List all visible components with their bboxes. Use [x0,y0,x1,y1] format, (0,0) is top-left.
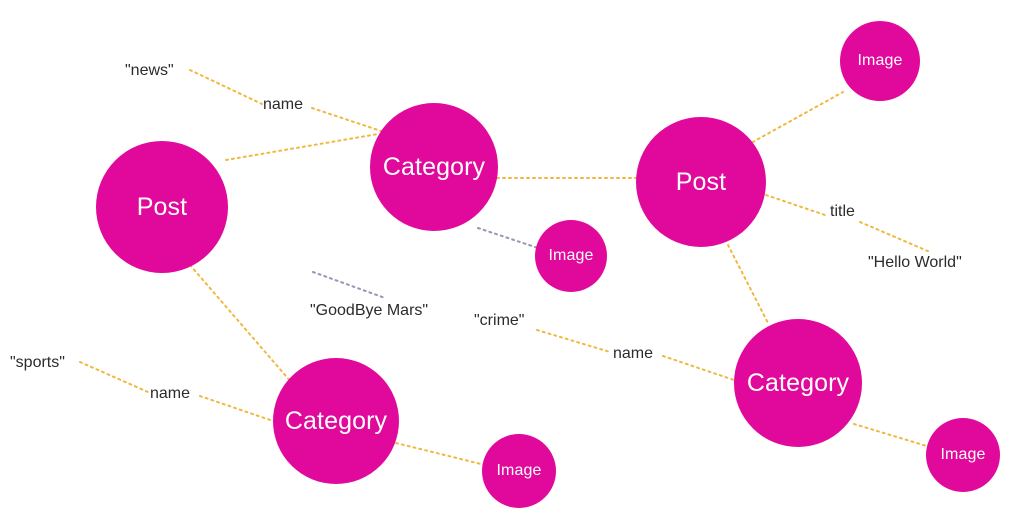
graph-edge [477,227,539,249]
edge-label-title: title [830,203,855,220]
node-label: Category [284,406,388,435]
graph-node-category-bottom-right[interactable]: Category [734,319,862,447]
edge-label-name-top: name [263,96,304,113]
edge-label-crime: "crime" [474,312,525,329]
graph-edge [199,395,277,423]
graph-node-category-bottom-left[interactable]: Category [273,358,399,484]
edge-label-goodbye-mars: "GoodBye Mars" [310,302,429,319]
graph-edge [765,194,829,217]
graph-edge [79,361,149,393]
graph-edge [311,107,385,133]
graph-edge [536,329,611,353]
node-label: Image [496,462,542,479]
graph-node-image-top-right[interactable]: Image [840,21,920,101]
graph-node-post-right[interactable]: Post [636,117,766,247]
graph-edge [312,271,386,299]
graph-edge [853,423,931,448]
node-label: Image [548,247,594,264]
node-label: Category [382,152,486,181]
edge-label-name-right: name [613,345,654,362]
node-label: Category [746,368,850,397]
graph-edge [189,69,263,105]
edge-label-hello-world: "Hello World" [868,254,962,271]
graph-edge [727,244,769,324]
graph-node-image-middle[interactable]: Image [535,220,607,292]
edge-label-sports: "sports" [10,354,65,371]
graph-node-image-bottom-middle[interactable]: Image [482,434,556,508]
graph-edge [741,91,844,149]
graph-edge [662,355,738,382]
graph-edge [189,264,299,391]
node-label: Post [136,192,188,221]
graph-edge [395,442,486,466]
node-label: Post [675,167,727,196]
graph-node-post-left[interactable]: Post [96,141,228,273]
graph-node-category-top[interactable]: Category [370,103,498,231]
graph-edge [225,133,379,161]
edge-label-name-bottom: name [150,385,191,402]
graph-edge [859,221,931,253]
node-label: Image [857,52,903,69]
graph-node-image-bottom-right[interactable]: Image [926,418,1000,492]
edge-label-news: "news" [125,62,174,79]
node-label: Image [940,446,986,463]
